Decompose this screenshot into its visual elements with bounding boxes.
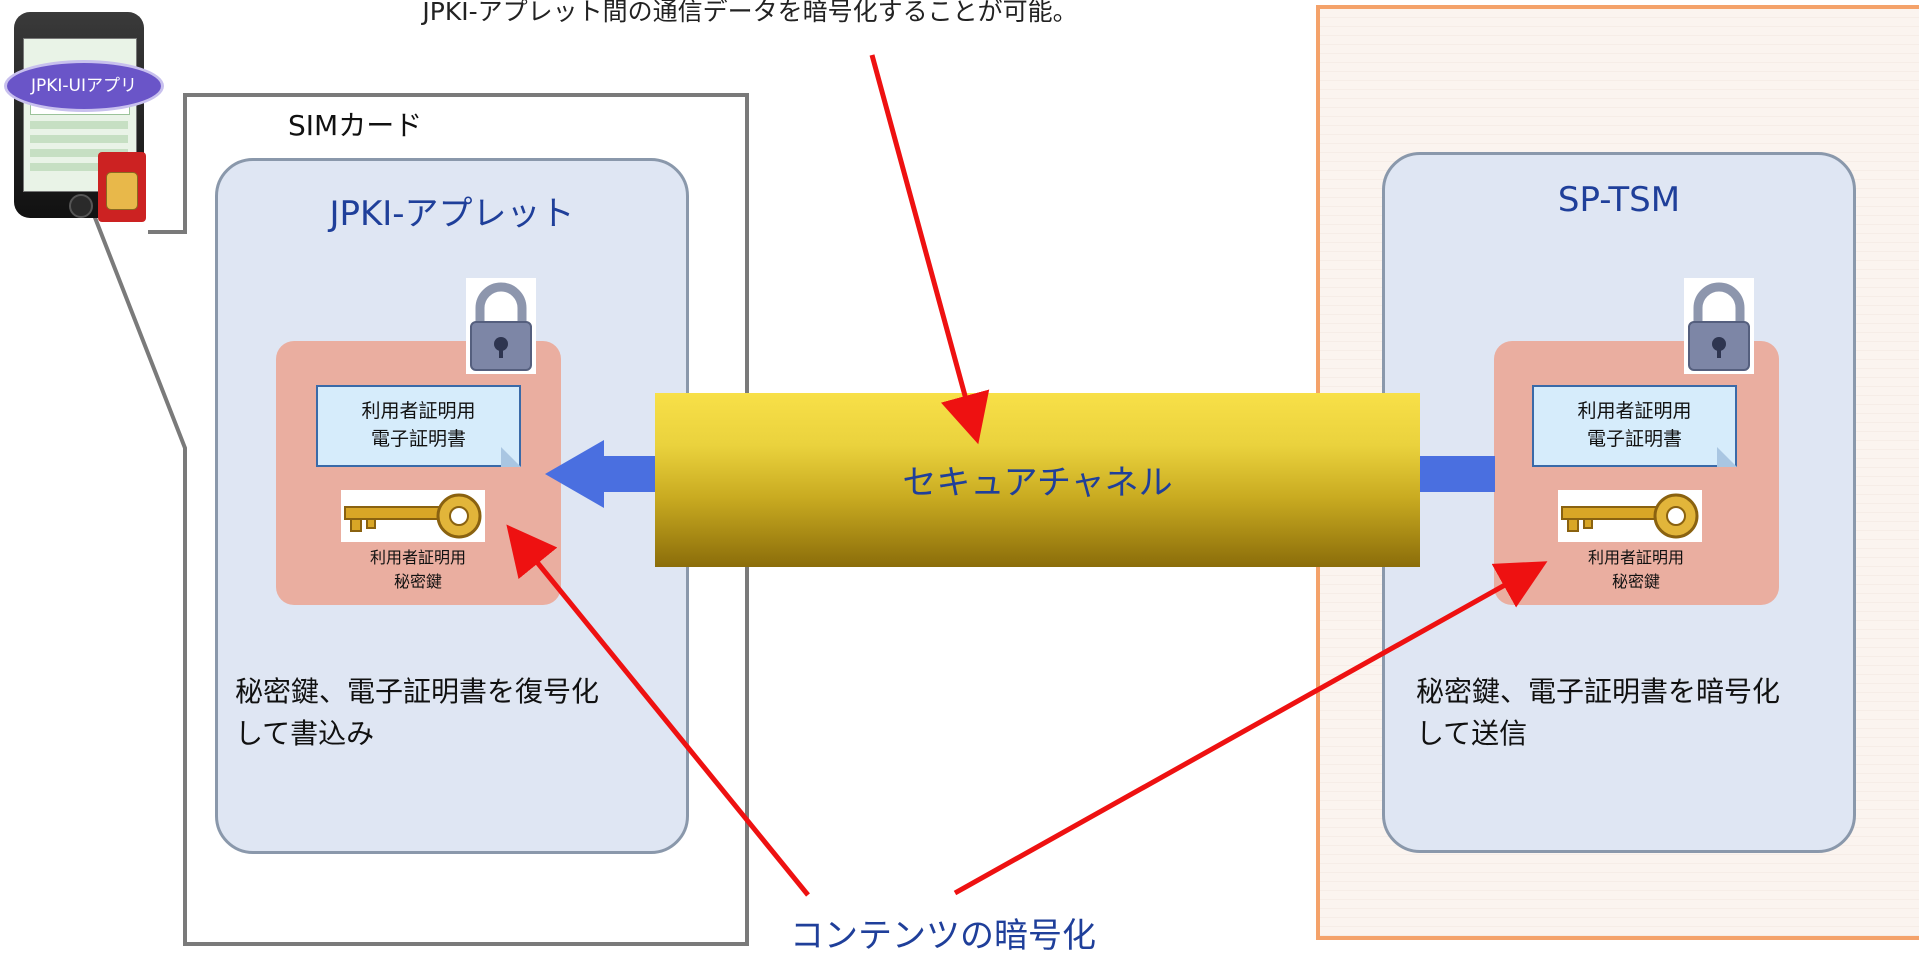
top-note: JPKI-アプレット間の通信データを暗号化することが可能。 [422,0,1078,26]
key-label-line: 秘密鍵 [1611,572,1660,591]
description-line: 秘密鍵、電子証明書を復号化 [235,675,600,708]
certificate-line: 利用者証明用 [361,400,476,422]
key-label-line: 利用者証明用 [1587,548,1684,567]
certificate-line: 利用者証明用 [1577,400,1692,422]
panel-title: SP-TSM [1557,180,1681,220]
certificate-line: 電子証明書 [1586,428,1682,450]
home-button-icon [69,194,93,218]
certificate-document: 利用者証明用 電子証明書 [1532,385,1737,467]
document-fold-icon [501,447,521,467]
panel-title: JPKI-アプレット [329,194,575,234]
arrow-red-icon [506,524,810,897]
sim-chip-icon [106,172,138,210]
sim-card-label: SIMカード [288,109,423,142]
lock-icon [1684,278,1754,374]
secure-channel-label: セキュアチャネル [902,463,1173,503]
bottom-note: コンテンツの暗号化 [790,916,1096,956]
key-label-line: 秘密鍵 [393,572,442,591]
secure-channel: セキュアチャネル [655,393,1420,567]
key-label-line: 利用者証明用 [369,548,466,567]
document-fold-icon [1717,447,1737,467]
certificate-line: 電子証明書 [370,428,466,450]
private-key-label: 利用者証明用 秘密鍵 [318,546,518,594]
panel-description: 秘密鍵、電子証明書を暗号化 して送信 [1416,671,1856,755]
jpki-ui-app-badge: JPKI-UIアプリ [4,60,164,112]
arrow-red-icon [953,561,1548,896]
arrow-red-icon [869,54,990,445]
description-line: 秘密鍵、電子証明書を暗号化 [1416,675,1781,708]
lock-icon [466,278,536,374]
key-icon [1558,490,1702,542]
phone-icon [14,12,146,222]
description-line: して送信 [1416,717,1528,750]
panel-description: 秘密鍵、電子証明書を復号化 して書込み [235,671,675,755]
sim-card-icon [98,152,146,222]
description-line: して書込み [235,717,375,750]
certificate-document: 利用者証明用 電子証明書 [316,385,521,467]
private-key-label: 利用者証明用 秘密鍵 [1536,546,1736,594]
key-icon [341,490,485,542]
